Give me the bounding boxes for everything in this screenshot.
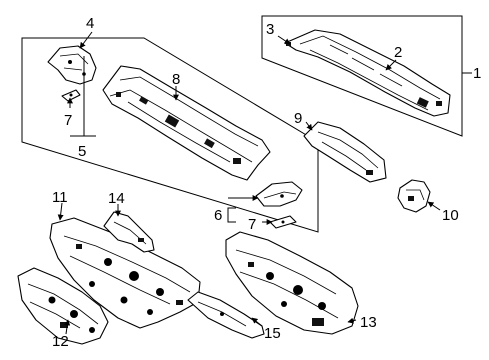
callout-12: 12 (52, 333, 69, 350)
bracket-part-10 (397, 179, 431, 213)
callout-4: 4 (86, 15, 94, 32)
callout-15: 15 (264, 325, 281, 342)
gasket-part-7-lower (269, 215, 297, 229)
callout-14: 14 (108, 190, 125, 207)
callout-6: 6 (214, 207, 222, 224)
cowl-louver-part-2 (284, 29, 451, 117)
callout-labels: 1 2 3 4 5 6 7 7 8 9 10 11 12 13 14 15 (52, 15, 481, 350)
callout-7-lower: 7 (248, 216, 256, 233)
reinforcement-part-15 (187, 291, 265, 339)
cowl-side-panel-part-9 (303, 121, 387, 183)
callout-13: 13 (360, 314, 377, 331)
bracket-part-6 (255, 181, 303, 207)
callout-8: 8 (172, 71, 180, 88)
callout-1: 1 (473, 65, 481, 82)
assembly-box-4 (21, 37, 319, 233)
bracket-part-4 (47, 45, 97, 85)
callout-3: 3 (266, 21, 274, 38)
callout-5: 5 (78, 143, 86, 160)
dash-insulator-part-12 (17, 267, 109, 345)
cowl-top-panel-part-8 (102, 65, 271, 181)
leader-lines (57, 31, 441, 335)
callout-11: 11 (52, 189, 68, 206)
gasket-part-7-upper (61, 89, 81, 102)
callout-10: 10 (442, 207, 459, 224)
assembly-box-1 (261, 15, 472, 137)
callout-2: 2 (394, 44, 402, 61)
callout-9: 9 (294, 110, 302, 127)
dash-silencer-part-13 (225, 231, 359, 335)
bracket-part-14 (103, 211, 155, 253)
callout-7-upper: 7 (64, 112, 72, 129)
